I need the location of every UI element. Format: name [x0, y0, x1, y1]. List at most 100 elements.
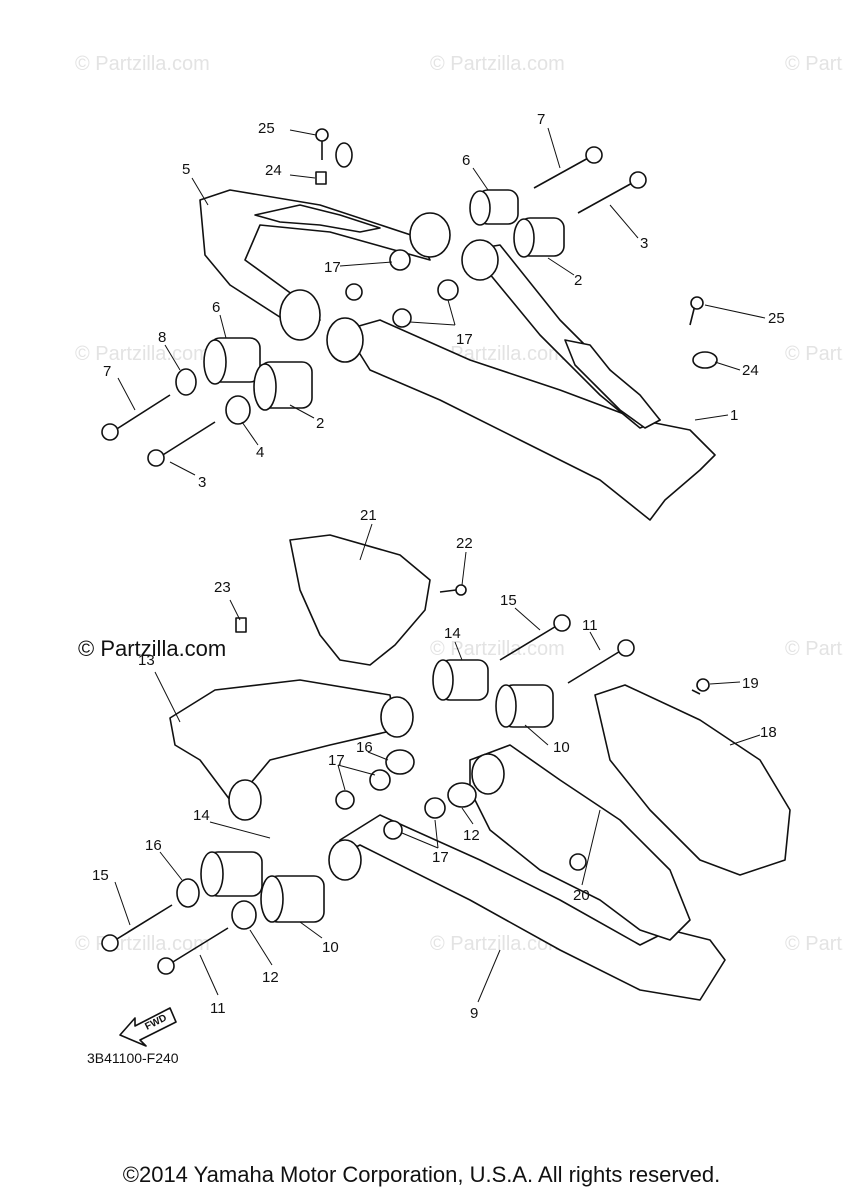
callout-10: 10	[553, 739, 570, 756]
leader-line	[729, 734, 761, 746]
bushing-face	[513, 218, 535, 258]
leader-line	[209, 821, 271, 839]
bolt	[157, 421, 216, 459]
callout-20: 20	[573, 887, 590, 904]
leader-line	[199, 954, 219, 996]
watermark-text: © Partzilla.com	[75, 343, 210, 365]
pivot-collar	[461, 239, 499, 281]
lower-arm-rear	[169, 679, 396, 801]
screw-head	[455, 584, 467, 596]
leader-line	[704, 304, 766, 319]
callout-24: 24	[742, 362, 759, 379]
lower-arm-front-frame	[469, 744, 691, 941]
leader-line	[581, 809, 601, 886]
leader-line	[164, 344, 181, 371]
callout-7: 7	[537, 111, 545, 128]
bushing-face	[432, 659, 454, 701]
screw-head	[696, 678, 710, 692]
pivot-collar	[380, 696, 414, 738]
callout-16: 16	[356, 739, 373, 756]
leader-line	[524, 724, 549, 746]
pivot-collar	[228, 779, 262, 821]
bolt	[533, 156, 591, 189]
leader-line	[337, 764, 376, 776]
watermark-text: © Partzilla.com	[430, 638, 565, 660]
watermark-text: © Partzilla.com	[430, 53, 565, 75]
callout-23: 23	[214, 579, 231, 596]
callout-labels: 1 2 2 3 3 4 5 6 6 7 7 8 17 17 24 24 25 2…	[92, 111, 785, 1022]
callout-11: 11	[210, 1000, 226, 1017]
bolt	[577, 181, 635, 214]
bushing-face	[260, 875, 284, 923]
nut	[389, 249, 411, 271]
bolt-head	[101, 934, 119, 952]
leader-line	[169, 461, 196, 476]
copyright-notice: ©2014 Yamaha Motor Corporation, U.S.A. A…	[122, 1162, 721, 1187]
leader-line	[714, 361, 741, 371]
leader-line	[249, 929, 273, 966]
upper-arm-assembly	[101, 128, 718, 521]
leader-line	[409, 321, 456, 326]
callout-19: 19	[742, 675, 759, 692]
screw	[691, 689, 701, 695]
leader-line	[219, 314, 227, 339]
callout-22: 22	[456, 535, 473, 552]
leader-line	[289, 174, 316, 179]
callout-15: 15	[92, 867, 109, 884]
nut	[369, 769, 391, 791]
leader-line	[454, 641, 463, 661]
leader-line	[191, 177, 209, 206]
leader-line	[514, 607, 541, 631]
leader-line	[289, 129, 317, 136]
watermark-text: © Partzilla.com	[75, 53, 210, 75]
hose-clamp	[335, 142, 353, 168]
upper-arm-rear-bracket	[254, 204, 381, 233]
callout-13: 13	[138, 652, 155, 669]
bolt	[567, 649, 623, 684]
arm-guard	[594, 684, 791, 876]
leader-line	[694, 414, 729, 421]
leader-line	[289, 404, 315, 419]
screw-head	[690, 296, 704, 310]
watermark-label: © Partzilla.com	[78, 636, 227, 661]
bolt-head	[629, 171, 647, 189]
watermark-text: © Partzilla.com	[785, 53, 843, 75]
watermark-text: © Partzilla.com	[785, 343, 843, 365]
bolt	[111, 394, 171, 433]
callout-17: 17	[432, 849, 449, 866]
bushing-face	[253, 363, 277, 411]
callout-3: 3	[198, 474, 206, 491]
callout-8: 8	[158, 329, 166, 346]
leader-line	[154, 671, 181, 723]
nut	[345, 283, 363, 301]
diagram-code: 3B41100-F240	[87, 1050, 179, 1066]
bolt-head	[101, 423, 119, 441]
leader-line	[434, 819, 439, 849]
washer	[447, 782, 477, 808]
callout-6: 6	[212, 299, 220, 316]
pivot-collar	[279, 289, 321, 341]
callout-14: 14	[193, 807, 210, 824]
bolt-head	[617, 639, 635, 657]
callout-15: 15	[500, 592, 517, 609]
callout-6: 6	[462, 152, 470, 169]
callout-16: 16	[145, 837, 162, 854]
callout-24: 24	[265, 162, 282, 179]
screw	[439, 589, 457, 593]
leader-line	[547, 127, 561, 169]
callout-1: 1	[730, 407, 738, 424]
washer	[175, 368, 197, 396]
bolt	[499, 624, 559, 661]
leader-line	[461, 807, 474, 825]
callout-12: 12	[463, 827, 480, 844]
nut	[569, 853, 587, 871]
clamp-tab	[315, 171, 327, 185]
nut	[335, 790, 355, 810]
watermark-text: © Partzilla.com	[430, 933, 565, 955]
pivot-collar	[326, 317, 364, 363]
screw-head	[315, 128, 329, 142]
leader-line	[117, 377, 136, 411]
leader-line	[401, 832, 439, 849]
lower-arm-assembly: FWD	[101, 534, 791, 1047]
